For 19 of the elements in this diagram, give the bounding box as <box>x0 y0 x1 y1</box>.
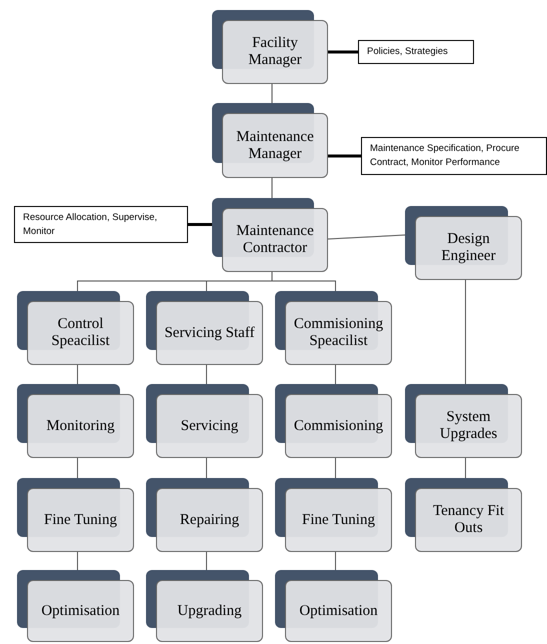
connector-line <box>206 364 207 384</box>
connector-line <box>465 280 466 384</box>
connector-line <box>328 234 406 240</box>
connector-line <box>188 223 212 226</box>
connector-line <box>335 364 336 384</box>
connector-line <box>328 50 358 54</box>
connector-line <box>335 552 336 570</box>
connector-line <box>206 458 207 478</box>
connector-line <box>465 458 466 478</box>
connector-line <box>335 458 336 478</box>
annotation-box: Policies, Strategies <box>358 40 474 64</box>
annotation-box: Resource Allocation, Supervise, Monitor <box>14 206 188 243</box>
connector-line <box>328 154 361 158</box>
connector-line <box>77 364 78 384</box>
connector-line <box>206 552 207 570</box>
connector-line <box>77 458 78 478</box>
connector-line <box>272 272 336 292</box>
annotation-box: Maintenance Specification, Procure Contract, Monitor Performance <box>361 137 547 175</box>
connector-line <box>77 552 78 570</box>
